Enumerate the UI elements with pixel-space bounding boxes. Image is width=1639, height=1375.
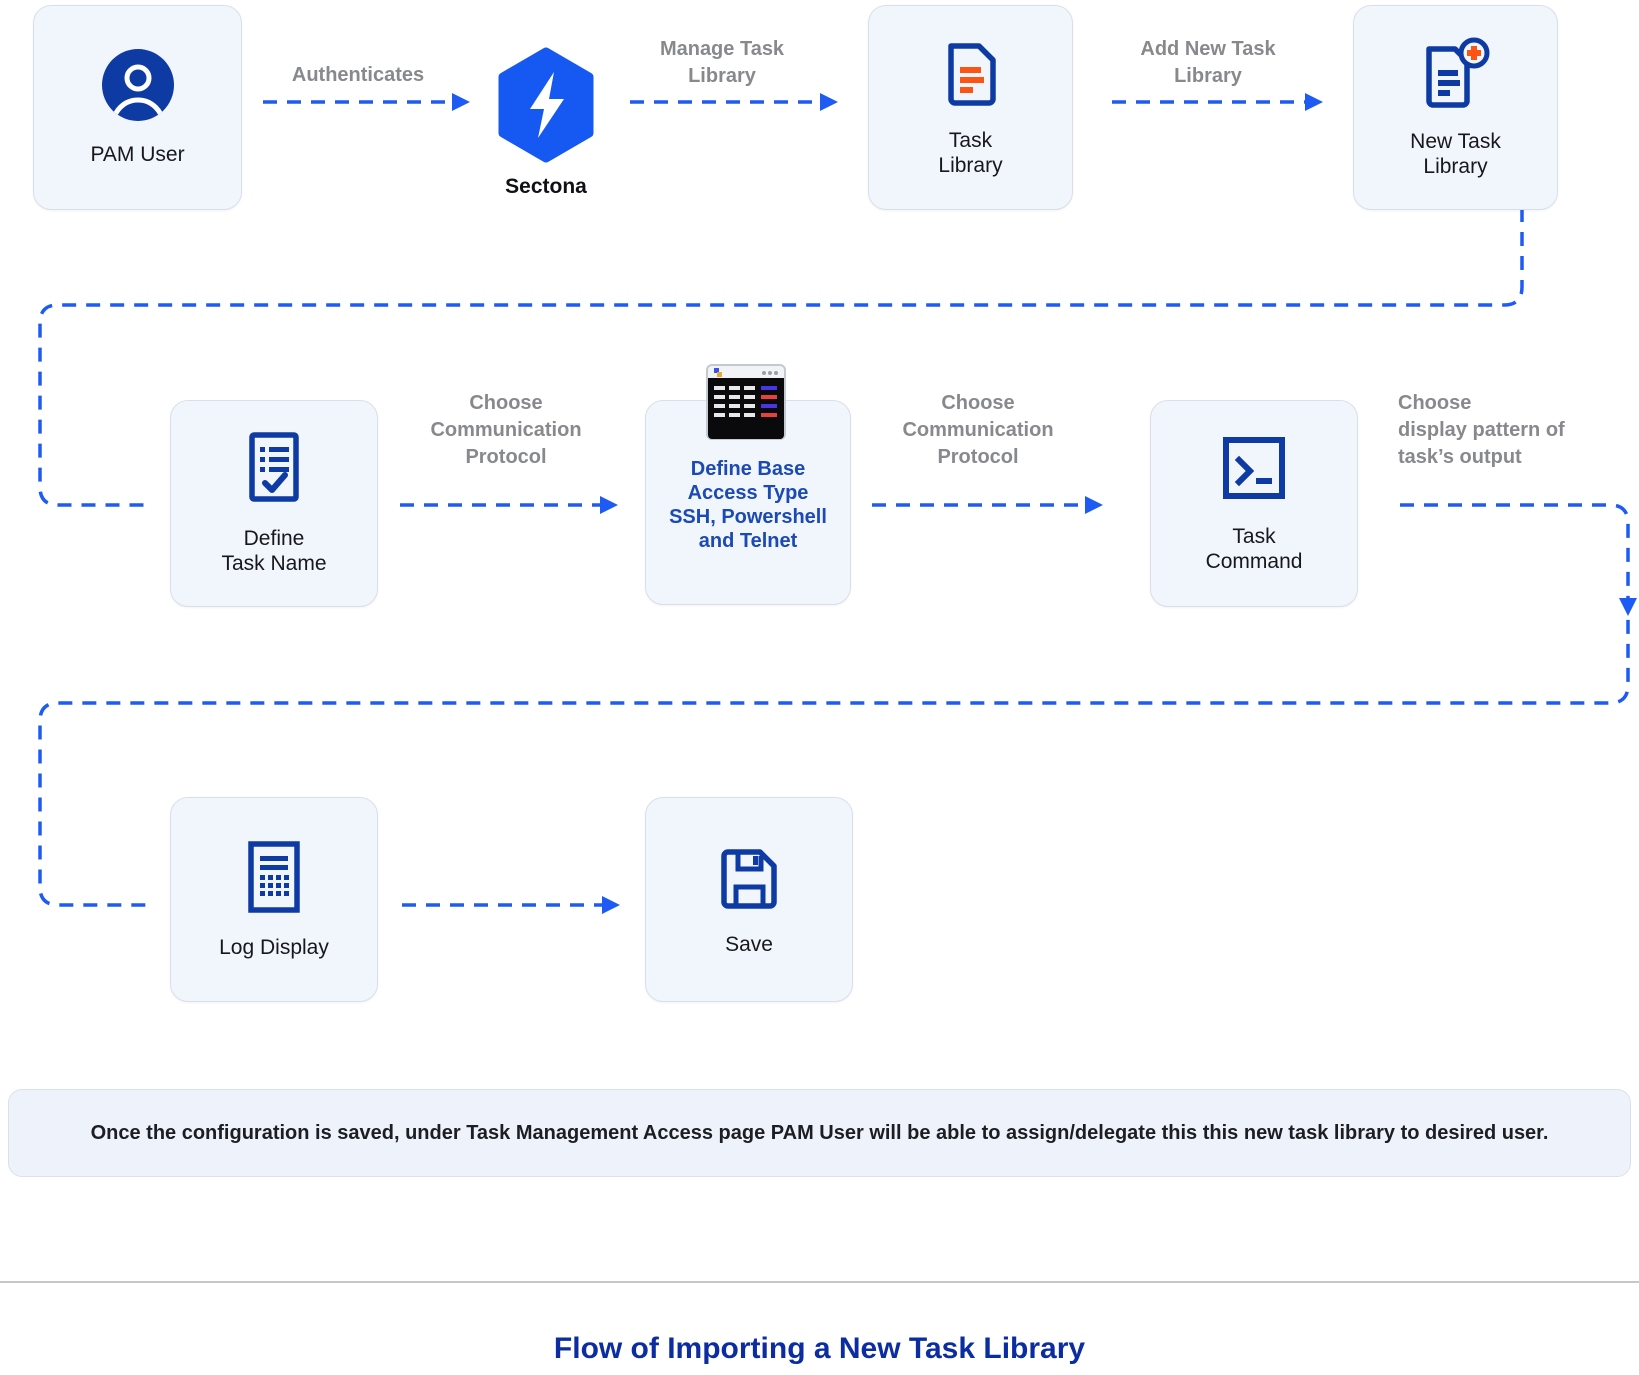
divider: [0, 1281, 1639, 1283]
connector-row1-to-row2: [38, 208, 1524, 507]
node-log-display: Log Display: [170, 797, 378, 1002]
connector-row2-to-row3: [38, 503, 1630, 907]
node-pam-user: PAM User: [33, 5, 242, 210]
node-label: Task Library: [938, 129, 1003, 177]
edge-label-choose-protocol-2: Choose Communication Protocol: [902, 392, 1054, 468]
user-icon: [101, 48, 174, 126]
edge-label-manage-task-library: Manage Task Library: [659, 38, 785, 87]
node-new-task-library: New Task Library: [1353, 5, 1558, 210]
node-task-library: Task Library: [868, 5, 1073, 210]
arrowhead-icon: [452, 93, 470, 111]
note-text: Once the configuration is saved, under T…: [90, 1121, 1549, 1144]
node-label: Define Base Access Type SSH, Powershell …: [669, 458, 827, 552]
diagram-title: Flow of Importing a New Task Library: [553, 1332, 1086, 1365]
brand-label: Sectona: [505, 175, 587, 198]
node-label: New Task Library: [1410, 130, 1501, 178]
node-task-command: Task Command: [1150, 400, 1358, 607]
edge-label-add-new-task-library: Add New Task Library: [1140, 38, 1276, 87]
node-define-task-name: Define Task Name: [170, 400, 378, 607]
log-document-icon: [242, 840, 306, 919]
checklist-icon: [242, 431, 306, 510]
node-label: Define Task Name: [221, 527, 327, 575]
arrowhead-icon: [602, 896, 620, 914]
document-add-icon: [1421, 36, 1491, 113]
document-lines-icon: [940, 37, 1002, 112]
arrowhead-icon: [600, 496, 618, 514]
edge-label-choose-protocol-1: Choose Communication Protocol: [430, 392, 582, 468]
node-label: Task Command: [1205, 525, 1303, 573]
command-prompt-icon: [1219, 433, 1289, 508]
arrowhead-icon: [1305, 93, 1323, 111]
node-label: Log Display: [219, 935, 329, 959]
node-sectona: Sectona: [492, 46, 600, 199]
sectona-logo-icon: [494, 46, 598, 169]
edge-label-authenticates: Authenticates: [291, 64, 425, 86]
node-label: Save: [725, 932, 773, 956]
arrowhead-icon: [1619, 598, 1637, 616]
note-box: Once the configuration is saved, under T…: [8, 1089, 1631, 1177]
floppy-disk-icon: [715, 843, 783, 916]
terminal-window-icon: [706, 364, 786, 445]
edge-label-choose-display-pattern: Choose display pattern of task’s output: [1398, 392, 1565, 468]
node-save: Save: [645, 797, 853, 1002]
arrowhead-icon: [1085, 496, 1103, 514]
arrowhead-icon: [820, 93, 838, 111]
node-label: PAM User: [90, 142, 185, 166]
